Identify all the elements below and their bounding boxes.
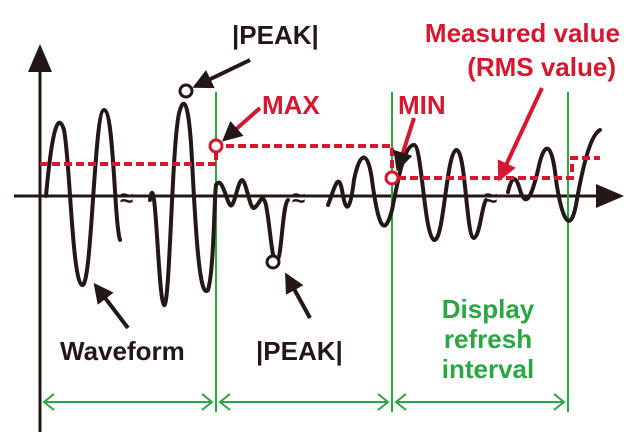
peak-bottom-arrow [285,272,312,319]
min-arrow [393,117,416,172]
interval-label-line3: interval [442,354,535,384]
waveform-arrow [93,282,130,330]
waveform-label: Waveform [60,336,185,366]
max-marker [208,138,224,154]
waveform-segment-1 [44,107,122,288]
waveform-segment-3 [214,177,290,265]
max-label: MAX [262,90,320,120]
break-symbol-3: ≈ [484,185,497,212]
waveform-segment-4 [326,142,488,243]
interval-arrows [42,393,566,411]
break-symbol-1: ≈ [120,185,133,212]
x-axis-arrowhead [596,184,624,208]
peak-bottom-marker [265,254,281,270]
peak-label-top: |PEAK| [232,20,319,50]
interval-label-line1: Display [442,294,535,324]
min-label: MIN [398,90,446,120]
measured-value-line [40,144,600,180]
waveform-segment-2 [148,101,218,308]
measured-value-label-line2: (RMS value) [467,52,616,82]
break-symbols: ≈ ≈ ≈ [120,185,497,212]
waveform [44,101,602,308]
peak-top-arrow [192,58,251,89]
min-marker [384,170,400,186]
measured-value-label-line1: Measured value [425,18,620,48]
interval-label-line2: refresh [444,324,532,354]
peak-top-marker [178,83,194,99]
waveform-segment-5 [506,128,602,223]
y-axis-arrowhead [28,44,52,72]
peak-label-bottom: |PEAK| [256,336,343,366]
max-arrow [222,106,262,142]
break-symbol-2: ≈ [292,185,305,212]
annotation-arrows [93,58,544,330]
measured-arrow [497,87,544,182]
